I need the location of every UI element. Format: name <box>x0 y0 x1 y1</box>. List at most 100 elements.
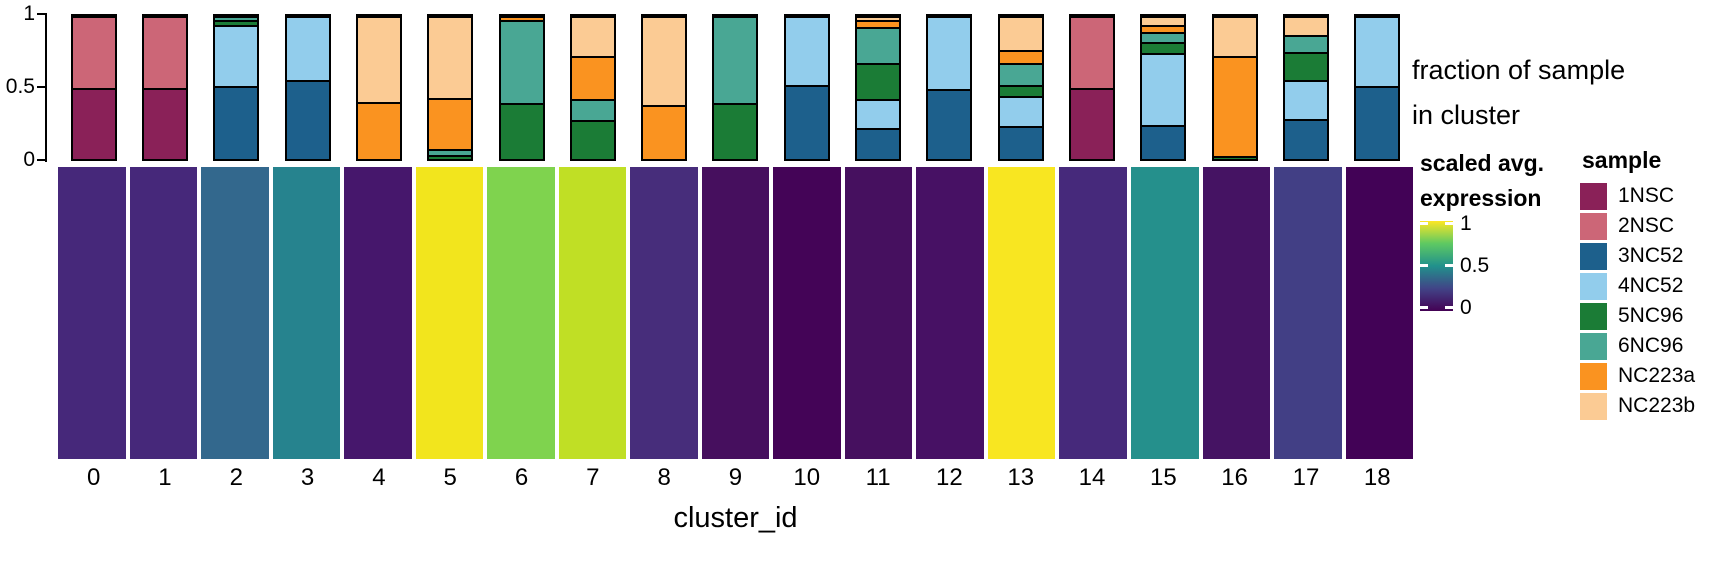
x-tick-label-1: 1 <box>158 464 172 491</box>
sample-label-2NSC: 2NSC <box>1618 214 1675 237</box>
sample-label-NC223a: NC223a <box>1618 364 1696 387</box>
x-tick-label-10: 10 <box>793 464 821 491</box>
bar-segment-6NC96 <box>571 98 614 121</box>
bar-segment-5NC96 <box>571 120 614 159</box>
colorbar-label-0: 0 <box>1460 296 1472 319</box>
bar-segment-1NSC <box>72 87 115 159</box>
bar-segment-1NSC <box>143 87 186 159</box>
bar-segment-NC223b <box>1142 16 1185 25</box>
fraction-bar-cluster-15 <box>1140 14 1187 161</box>
bar-slot-cluster-17 <box>1270 14 1341 161</box>
x-tick-label-3: 3 <box>300 464 315 491</box>
expression-heatmap <box>58 167 1414 459</box>
bar-segment-NC223b <box>857 16 900 21</box>
heatmap-tile-cluster-0 <box>58 167 126 459</box>
x-tick-label-14: 14 <box>1078 464 1106 491</box>
bar-segment-NC223b <box>643 16 686 105</box>
fraction-bar-cluster-6 <box>498 14 545 161</box>
bar-slot-cluster-5 <box>415 14 486 161</box>
colorbar-tick <box>1445 222 1453 225</box>
bar-segment-6NC96 <box>429 149 472 155</box>
x-tick-label-8: 8 <box>657 464 671 491</box>
bar-slot-cluster-3 <box>272 14 343 161</box>
sample-label-6NC96: 6NC96 <box>1618 334 1684 357</box>
bar-segment-6NC96 <box>1142 31 1185 42</box>
fraction-y-label-0: 0 <box>23 148 35 171</box>
fraction-bar-cluster-16 <box>1211 14 1258 161</box>
bar-segment-4NC52 <box>785 16 828 85</box>
bar-slot-cluster-6 <box>486 14 557 161</box>
fraction-y-label-1: 1 <box>23 2 35 25</box>
bar-segment-NC223b <box>429 16 472 98</box>
x-tick-label-6: 6 <box>514 464 529 491</box>
fraction-bar-cluster-7 <box>569 14 616 161</box>
fraction-bar-cluster-13 <box>997 14 1044 161</box>
sample-swatch-6NC96 <box>1580 332 1607 360</box>
x-tick-label-13: 13 <box>1007 464 1035 491</box>
sample-legend-title: sample <box>1582 147 1662 173</box>
x-tick-label-7: 7 <box>586 464 600 491</box>
expression-legend-line2: expression <box>1420 185 1542 211</box>
bar-slot-cluster-8 <box>629 14 700 161</box>
sample-swatch-5NC96 <box>1580 302 1607 330</box>
bar-slot-cluster-12 <box>914 14 985 161</box>
bar-slot-cluster-18 <box>1342 14 1413 161</box>
heatmap-tile-cluster-18 <box>1345 167 1414 459</box>
heatmap-tile-cluster-9 <box>701 167 770 459</box>
colorbar-tick <box>1420 222 1428 225</box>
sample-swatch-4NC52 <box>1580 272 1607 300</box>
bar-segment-NC223a <box>429 97 472 149</box>
fraction-bar-cluster-12 <box>926 14 973 161</box>
fraction-bar-cluster-5 <box>427 14 474 161</box>
bar-segment-2NSC <box>72 16 115 88</box>
sample-swatch-2NSC <box>1580 212 1607 240</box>
x-tick-label-4: 4 <box>372 464 386 491</box>
sample-legend-row-4NC52: 4NC52 <box>1580 271 1695 301</box>
x-tick-label-17: 17 <box>1292 464 1320 491</box>
fraction-bar-cluster-10 <box>783 14 830 161</box>
heatmap-tile-cluster-12 <box>916 167 984 459</box>
bar-segment-3NC52 <box>857 127 900 159</box>
bar-segment-3NC52 <box>999 126 1042 159</box>
bar-slot-cluster-9 <box>700 14 771 161</box>
colorbar-label-0_5: 0.5 <box>1460 254 1490 277</box>
bar-segment-NC223a <box>999 50 1042 64</box>
sample-legend-row-6NC96: 6NC96 <box>1580 331 1695 361</box>
bar-slot-cluster-16 <box>1199 14 1270 161</box>
bar-slot-cluster-15 <box>1128 14 1199 161</box>
fraction-bar-cluster-8 <box>641 14 688 161</box>
bar-segment-NC223b <box>1284 16 1327 35</box>
bar-slot-cluster-1 <box>129 14 200 161</box>
x-tick-label-11: 11 <box>865 464 891 491</box>
heatmap-tile-cluster-13 <box>987 167 1056 459</box>
bar-segment-2NSC <box>143 16 186 88</box>
bar-segment-4NC52 <box>1284 80 1327 119</box>
bar-segment-1NSC <box>1071 87 1114 159</box>
heatmap-tile-cluster-15 <box>1130 167 1199 459</box>
sample-legend-row-1NSC: 1NSC <box>1580 181 1695 211</box>
heatmap-tile-cluster-7 <box>558 167 627 459</box>
bar-segment-2NSC <box>1071 16 1114 88</box>
bar-segment-5NC96 <box>429 154 472 159</box>
heatmap-tile-cluster-17 <box>1274 167 1342 459</box>
fraction-y-axis-line <box>45 13 47 162</box>
sample-label-1NSC: 1NSC <box>1618 184 1675 207</box>
fraction-bar-cluster-2 <box>213 14 260 161</box>
fraction-y-label-0_5: 0.5 <box>5 75 35 98</box>
fraction-bar-cluster-0 <box>70 14 117 161</box>
bar-segment-3NC52 <box>286 80 329 159</box>
fraction-bar-cluster-3 <box>284 14 331 161</box>
sample-legend-row-3NC52: 3NC52 <box>1580 241 1695 271</box>
bar-segment-6NC96 <box>1284 34 1327 52</box>
bar-segment-NC223a <box>500 16 543 21</box>
sample-legend-row-2NSC: 2NSC <box>1580 211 1695 241</box>
bar-segment-6NC96 <box>714 16 757 104</box>
bar-segment-NC223a <box>571 56 614 99</box>
bar-segment-NC223a <box>1213 56 1256 157</box>
sample-swatch-NC223a <box>1580 362 1607 390</box>
bar-segment-NC223b <box>571 16 614 57</box>
expression-legend-title: scaled avg. expression <box>1420 146 1544 216</box>
bar-slot-cluster-10 <box>771 14 842 161</box>
